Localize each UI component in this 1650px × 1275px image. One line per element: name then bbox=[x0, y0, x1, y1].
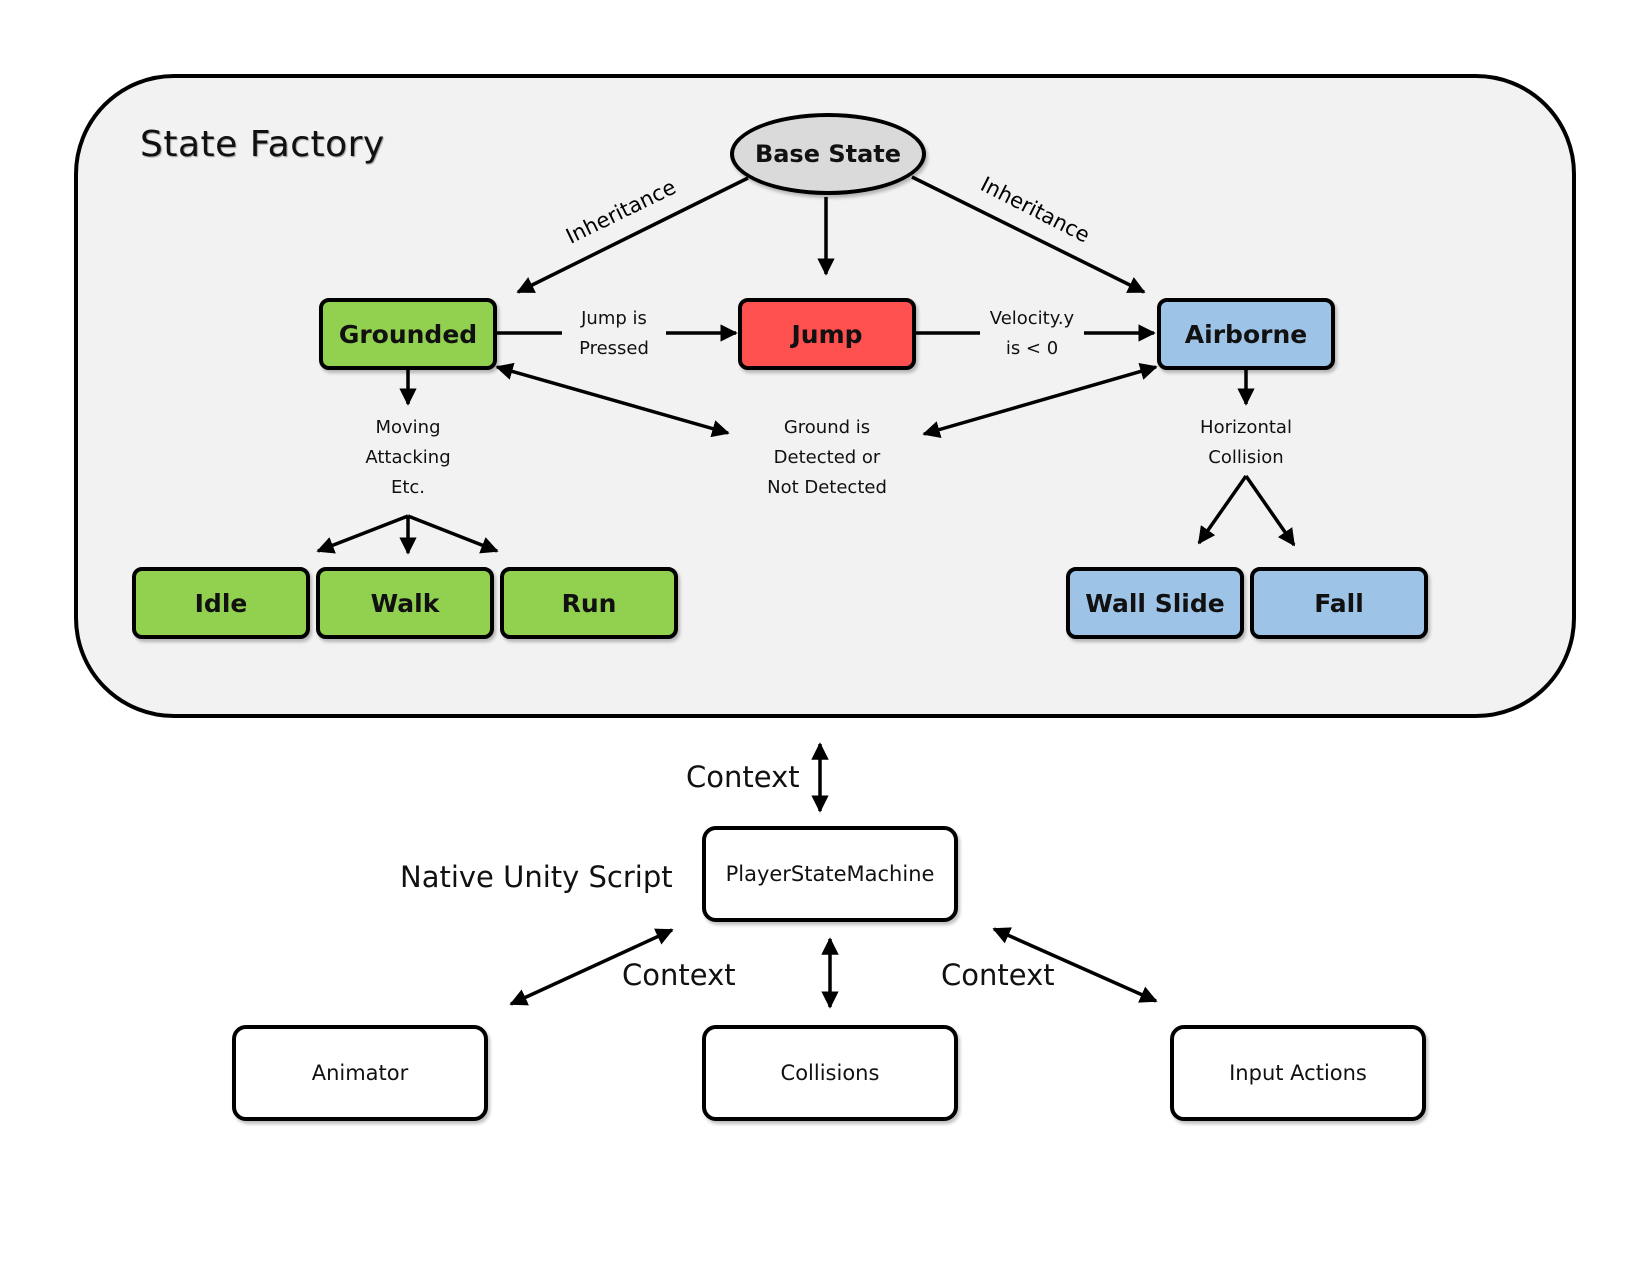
edge-ground-detected-left bbox=[495, 362, 730, 438]
state-factory-title: State Factory bbox=[140, 124, 385, 165]
collisions-node: Collisions bbox=[702, 1025, 958, 1121]
edge-fork-wall-slide bbox=[1197, 474, 1248, 545]
state-run: Run bbox=[500, 567, 678, 639]
animator-node: Animator bbox=[232, 1025, 488, 1121]
edge-base-to-grounded bbox=[516, 176, 749, 294]
input-actions-node: Input Actions bbox=[1170, 1025, 1426, 1121]
edge-context-input bbox=[992, 927, 1158, 1003]
edge-fork-run bbox=[407, 514, 499, 554]
context-right-label: Context bbox=[941, 958, 1055, 992]
transition-jump-pressed: Jump is Pressed bbox=[579, 308, 649, 359]
context-top-label: Context bbox=[686, 760, 800, 794]
state-idle: Idle bbox=[132, 567, 310, 639]
state-jump: Jump bbox=[738, 298, 916, 370]
transition-ground-detected: Ground is Detected or Not Detected bbox=[767, 417, 887, 498]
state-fall: Fall bbox=[1250, 567, 1428, 639]
state-grounded: Grounded bbox=[319, 298, 497, 370]
state-walk: Walk bbox=[316, 567, 494, 639]
edge-fork-idle bbox=[316, 514, 409, 554]
inheritance-left-label: Inheritance bbox=[562, 175, 680, 249]
context-left-label: Context bbox=[622, 958, 736, 992]
transition-horizontal: Horizontal Collision bbox=[1200, 417, 1292, 468]
edge-ground-detected-right bbox=[922, 362, 1158, 439]
base-state-node: Base State bbox=[730, 113, 926, 195]
native-unity-script-label: Native Unity Script bbox=[400, 860, 673, 894]
transition-velocity: Velocity.y is < 0 bbox=[989, 308, 1075, 359]
player-state-machine-node: PlayerStateMachine bbox=[702, 826, 958, 922]
edge-base-to-airborne bbox=[911, 175, 1146, 294]
edge-context-animator bbox=[509, 928, 674, 1006]
edge-fork-fall bbox=[1244, 475, 1296, 547]
transition-grounded-sub: Moving Attacking Etc. bbox=[365, 417, 451, 498]
state-airborne: Airborne bbox=[1157, 298, 1335, 370]
state-wall-slide: Wall Slide bbox=[1066, 567, 1244, 639]
